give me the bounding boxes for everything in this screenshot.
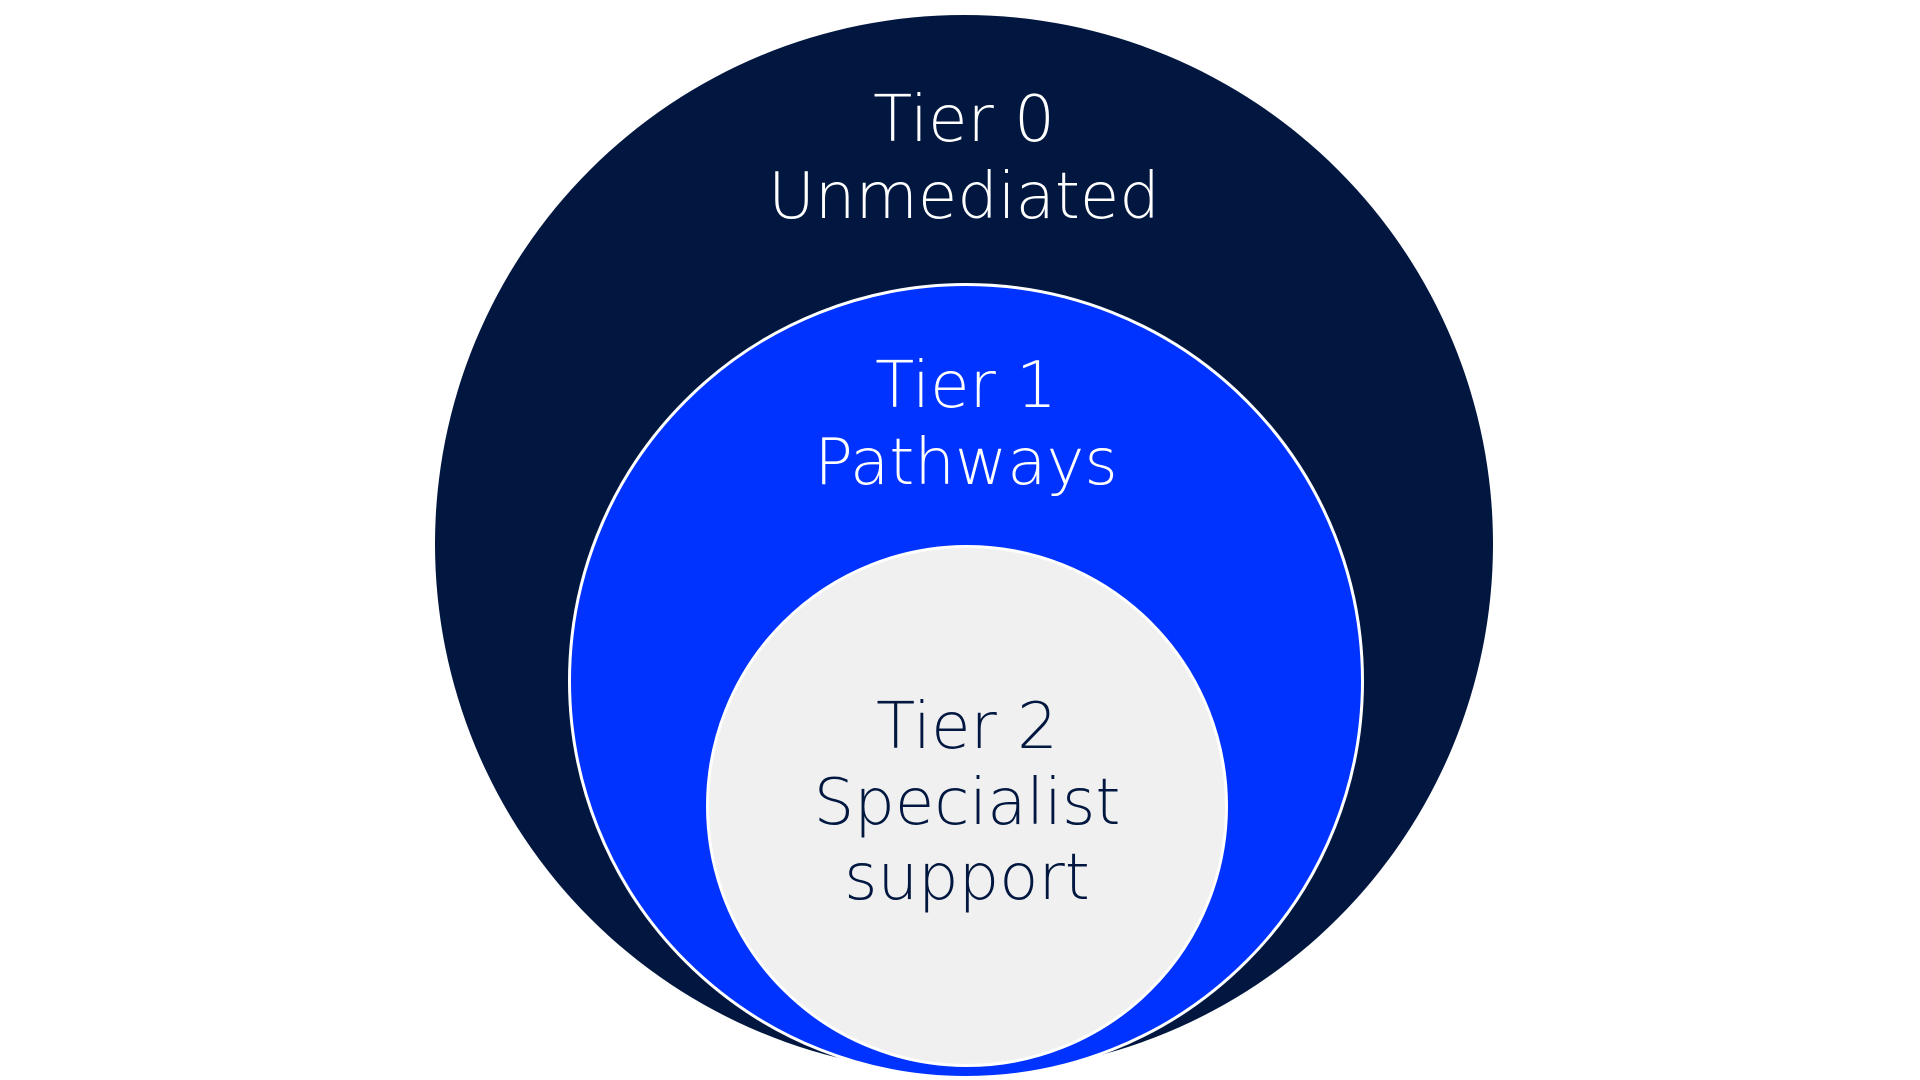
- tier-2-circle: [706, 545, 1228, 1067]
- tier-0-title: Tier 0: [873, 83, 1055, 157]
- tier-2-subtitle-line2: support: [844, 841, 1090, 916]
- tier-2-subtitle-line1: Specialist: [813, 765, 1121, 840]
- tier-1-label: Tier 1 Pathways: [666, 348, 1266, 502]
- tier-1-subtitle: Pathways: [814, 425, 1118, 500]
- tier-0-subtitle: Unmediated: [768, 159, 1160, 234]
- tier-0-label: Tier 0 Unmediated: [664, 82, 1264, 236]
- tier-2-label: Tier 2 Specialist support: [667, 690, 1267, 917]
- tier-2-title: Tier 2: [876, 690, 1058, 764]
- tier-1-title: Tier 1: [875, 349, 1057, 423]
